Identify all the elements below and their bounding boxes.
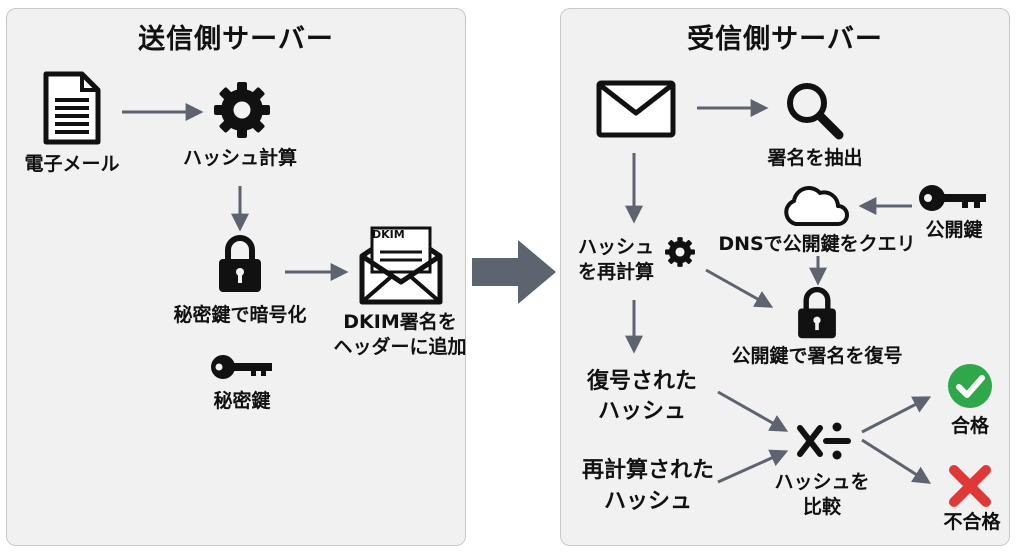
public-key-label: 公開鍵	[925, 219, 983, 241]
arrow-compare-to-fail	[861, 438, 932, 484]
transfer-arrow	[472, 240, 556, 304]
arrow-compare-to-pass	[861, 396, 932, 434]
hash-calc-label: ハッシュ計算	[182, 147, 298, 169]
envelope-icon	[596, 80, 676, 138]
compare-icon	[796, 418, 852, 464]
lock-icon	[795, 286, 839, 340]
private-key-icon	[210, 354, 274, 380]
check-circle-icon	[946, 362, 994, 410]
small-gear-icon	[664, 236, 696, 268]
fail-label: 不合格	[943, 511, 1001, 533]
add-header-label-line2: ヘッダーに追加	[333, 336, 467, 358]
dkim-badge: DKIM	[372, 228, 405, 241]
rehash-label-line2: を再計算	[577, 261, 655, 283]
dns-query-label: DNSで公開鍵をクエリ	[718, 233, 916, 255]
decrypted-hash-label-line2: ハッシュ	[597, 399, 687, 424]
recomputed-hash-label-line2: ハッシュ	[603, 489, 693, 514]
recomputed-hash-label-line1: 再計算された	[581, 458, 715, 483]
decrypted-hash-label-line1: 復号された	[586, 369, 698, 394]
arrow-recomputed-to-compare	[717, 449, 789, 484]
rehash-label-line1: ハッシュ	[577, 236, 655, 258]
public-key-icon	[918, 184, 988, 212]
cloud-icon	[780, 184, 850, 228]
add-header-label-line1: DKIM署名を	[343, 311, 457, 333]
private-key-label: 秘密鍵	[213, 390, 271, 412]
sender-panel-title: 送信側サーバー	[138, 24, 334, 55]
receiver-panel-title: 受信側サーバー	[687, 24, 883, 55]
arrow-decrypted-to-compare	[717, 390, 789, 432]
document-icon	[42, 70, 102, 146]
arrow-rehash-to-lock	[705, 268, 774, 308]
lock-icon	[216, 234, 264, 294]
email-label: 電子メール	[24, 153, 120, 175]
gear-icon	[212, 80, 272, 140]
pass-label: 合格	[950, 415, 990, 437]
dkim-envelope-icon	[358, 222, 444, 306]
compare-hash-label-line1: ハッシュを	[774, 471, 870, 493]
x-mark-icon	[946, 462, 994, 510]
search-icon	[784, 80, 844, 140]
compare-hash-label-line2: 比較	[802, 496, 842, 518]
extract-signature-label: 署名を抽出	[767, 147, 863, 169]
encrypt-label: 秘密鍵で暗号化	[173, 304, 307, 326]
decrypt-signature-label: 公開鍵で署名を復号	[731, 345, 903, 367]
